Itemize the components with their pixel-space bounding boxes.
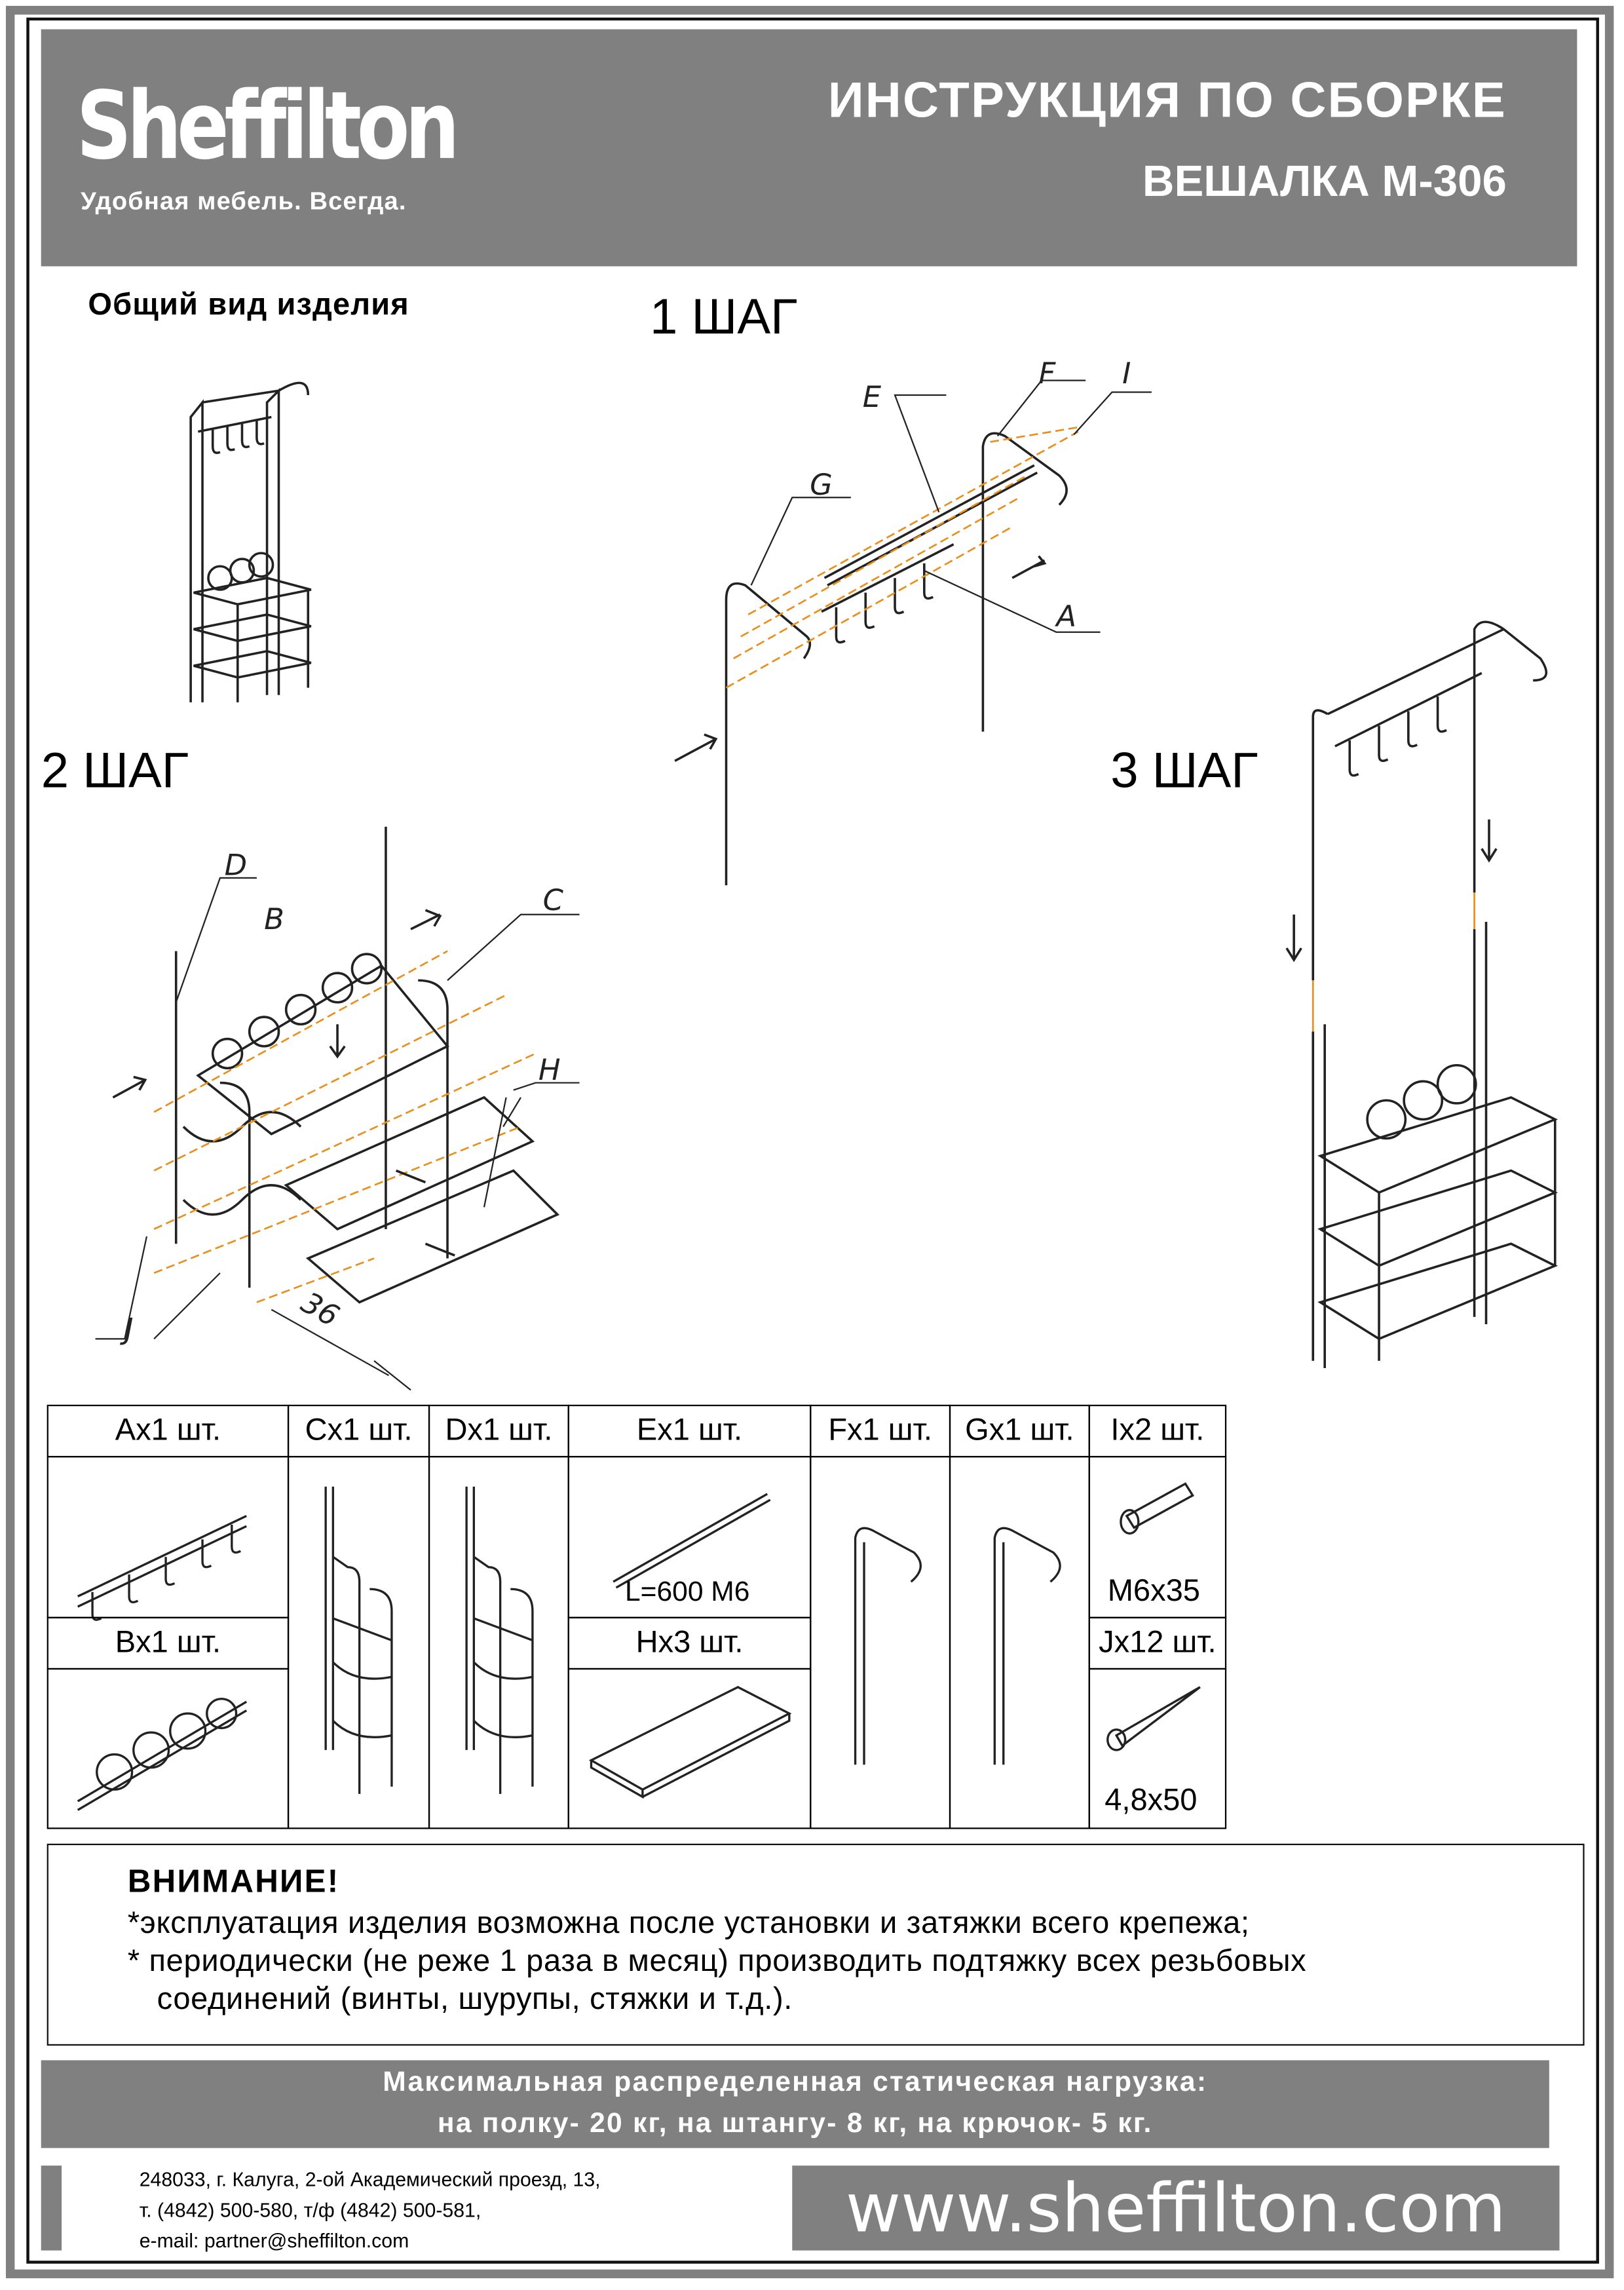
part-i-image: M6x35 bbox=[1088, 1456, 1227, 1618]
parts-table: Ax1 шт. Bx1 шт. Cx1 шт. Dx1 шт. Ex1 шт. … bbox=[47, 1404, 1227, 1829]
address: 248033, г. Калуга, 2-ой Академический пр… bbox=[139, 2168, 601, 2191]
callout-i: I bbox=[1122, 356, 1131, 391]
part-h-image bbox=[567, 1668, 812, 1829]
part-d-label: Dx1 шт. bbox=[428, 1404, 569, 1458]
part-f-label: Fx1 шт. bbox=[810, 1404, 951, 1458]
part-e-label: Ex1 шт. bbox=[567, 1404, 812, 1458]
step-1-title: 1 ШАГ bbox=[650, 290, 798, 346]
load-title: Максимальная распределенная статическая … bbox=[383, 2067, 1208, 2099]
part-b-image bbox=[47, 1668, 290, 1829]
callout-c: C bbox=[543, 883, 564, 917]
part-j-label: Jx12 шт. bbox=[1088, 1616, 1227, 1670]
contact-info: 248033, г. Калуга, 2-ой Академический пр… bbox=[140, 2164, 601, 2257]
callout-j: J bbox=[119, 1311, 133, 1346]
warning-line-1: *эксплуатация изделия возможна после уст… bbox=[127, 1906, 1250, 1941]
warning-line-2: * периодически (не реже 1 раза в месяц) … bbox=[127, 1944, 1307, 1979]
part-i-size: M6x35 bbox=[1107, 1574, 1200, 1609]
phone: т. (4842) 500-580, т/ф (4842) 500-581, bbox=[139, 2199, 482, 2221]
part-c-image bbox=[287, 1456, 430, 1829]
website: www.sheffilton.com bbox=[792, 2166, 1560, 2251]
callout-e: E bbox=[863, 379, 882, 414]
step-2-title: 2 ШАГ bbox=[41, 743, 189, 799]
part-f-image bbox=[810, 1456, 951, 1829]
document-title: ИНСТРУКЦИЯ ПО СБОРКЕ bbox=[827, 73, 1507, 129]
part-j-size: 4,8x50 bbox=[1105, 1784, 1198, 1818]
brand-logo: Sheffilton bbox=[76, 73, 459, 181]
part-h-label: Hx3 шт. bbox=[567, 1616, 812, 1670]
inner-frame bbox=[26, 17, 1599, 2264]
load-values: на полку- 20 кг, на штангу- 8 кг, на крю… bbox=[437, 2109, 1153, 2139]
callout-h: H bbox=[538, 1052, 561, 1087]
header-banner bbox=[41, 29, 1577, 267]
product-name: ВЕШАЛКА М-306 bbox=[1142, 158, 1507, 206]
step-3-title: 3 ШАГ bbox=[1110, 743, 1258, 799]
dimension-36: 36 bbox=[295, 1285, 345, 1333]
part-d-image bbox=[428, 1456, 569, 1829]
step-3-drawing bbox=[1285, 620, 1558, 1369]
load-banner: Максимальная распределенная статическая … bbox=[41, 2060, 1549, 2148]
part-e-length: L=600 M6 bbox=[624, 1577, 750, 1609]
footer-accent bbox=[41, 2166, 62, 2251]
step-2-drawing: D B C H J 36 bbox=[95, 826, 580, 1391]
part-e-image: L=600 M6 bbox=[567, 1456, 812, 1618]
callout-b: B bbox=[264, 902, 284, 936]
part-g-image bbox=[949, 1456, 1090, 1829]
part-j-image: 4,8x50 bbox=[1088, 1668, 1227, 1829]
part-i-label: Ix2 шт. bbox=[1088, 1404, 1227, 1458]
warning-line-3: соединений (винты, шурупы, стяжки и т.д.… bbox=[157, 1982, 793, 2017]
overview-drawing bbox=[189, 381, 312, 702]
callout-d: D bbox=[225, 848, 247, 883]
step-1-drawing: G E F I A bbox=[674, 356, 1152, 886]
part-a-image bbox=[47, 1456, 290, 1621]
callout-g: G bbox=[810, 467, 833, 502]
email: e-mail: partner@sheffilton.com bbox=[139, 2230, 409, 2252]
part-g-label: Gx1 шт. bbox=[949, 1404, 1090, 1458]
warning-title: ВНИМАНИЕ! bbox=[127, 1862, 340, 1899]
callout-f: F bbox=[1038, 356, 1056, 391]
overview-title: Общий вид изделия bbox=[88, 288, 409, 322]
warning-box: ВНИМАНИЕ! *эксплуатация изделия возможна… bbox=[47, 1843, 1585, 2046]
part-b-label: Bx1 шт. bbox=[47, 1616, 290, 1670]
part-a-label: Ax1 шт. bbox=[47, 1404, 290, 1458]
callout-a: A bbox=[1054, 599, 1076, 634]
part-c-label: Cx1 шт. bbox=[287, 1404, 430, 1458]
outer-frame bbox=[5, 5, 1614, 2279]
brand-tagline: Удобная мебель. Всегда. bbox=[81, 187, 407, 216]
